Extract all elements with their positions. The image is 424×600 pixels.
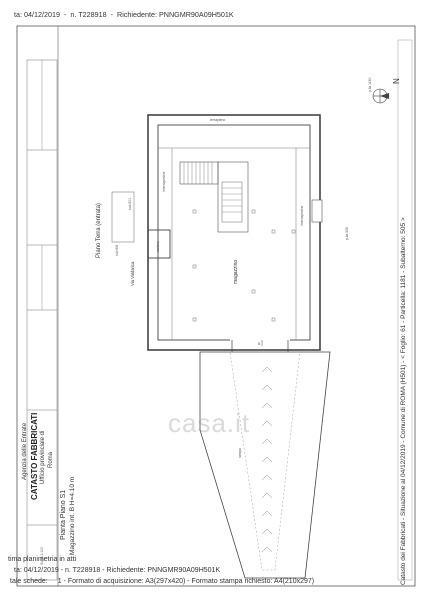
footer-sheets-label: tale schede:: [10, 578, 48, 585]
footer-format: 1 - Formato di acquisizione: A3(297x420)…: [57, 578, 315, 585]
plan-subtitle: Magazzino int. B H=4.10 m: [69, 476, 76, 555]
building-inner-wall: [157, 124, 311, 341]
plan-title: Pianta Piano S1: [60, 489, 67, 540]
north-label: N: [392, 78, 401, 84]
header-sep: -: [63, 10, 67, 19]
agency-name: Agenzia delle Entrate: [22, 422, 28, 480]
room-label: magazzino: [233, 259, 239, 284]
wall-top-label: terrapieno: [210, 118, 226, 122]
catasto-title: CATASTO FABBRICATI: [30, 412, 39, 500]
header-date: ta: 04/12/2019: [14, 10, 60, 19]
ramp-label: rampa: [238, 448, 242, 458]
cantina-label: cantina: [156, 241, 160, 252]
wall-right-label: intercapedine: [300, 205, 304, 226]
cantina-room: [147, 229, 171, 259]
footer-last-plan: tima planimetria in atti: [8, 556, 77, 563]
stairs: [179, 161, 219, 185]
wall-left-label: intercapedine: [162, 171, 166, 192]
office-city: Roma: [48, 451, 54, 468]
footer-sheets: tale schede: 1 - Formato di acquisizione…: [10, 578, 314, 585]
street-label: Via Valdarica: [130, 261, 135, 286]
header-protocol: n. T228918: [70, 10, 107, 19]
north-arrow: [372, 88, 389, 104]
office-label: Ufficio provinciale di: [40, 430, 46, 484]
sub-a-label: sub 6/8: [115, 244, 119, 256]
header-requester: Richiedente: PNNGMR90A09H501K: [117, 10, 234, 19]
cadastral-situation: Catasto dei Fabbricati - Situazione al 0…: [400, 217, 407, 585]
parcel-1180-label: p.lla 1180: [368, 77, 372, 92]
document-header: ta: 04/12/2019-n. T228918-Richiedente: P…: [14, 10, 238, 19]
building-outer-wall: [147, 114, 321, 351]
sub-b-label: sub 501: [128, 197, 132, 210]
header-sep: -: [110, 10, 114, 19]
ramp-outline: [199, 351, 331, 579]
watermark-logo: casa.it: [168, 408, 251, 438]
sub-box: [111, 191, 135, 243]
floor-label: Piano Terra (entrata): [96, 203, 102, 258]
entry-label: B: [258, 342, 261, 346]
sheet-border: [16, 25, 416, 587]
parcel-335-label: p.lla 335: [345, 227, 349, 240]
footer-request: ta: 04/12/2019 - n. T228918 - Richiedent…: [14, 567, 221, 574]
